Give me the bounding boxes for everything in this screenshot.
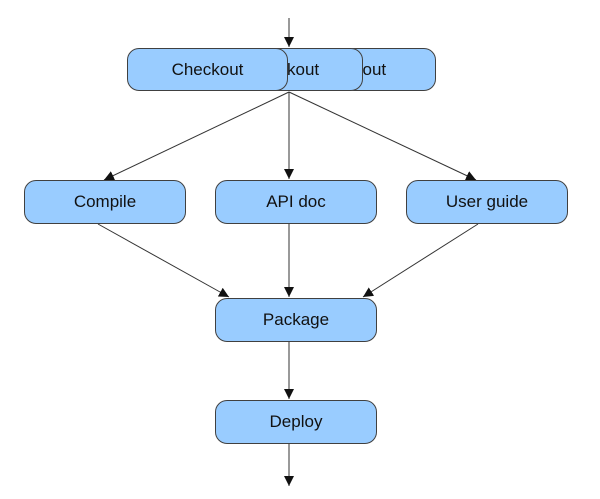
user-guide-node-label: User guide xyxy=(445,192,529,211)
checkout-node-label: Checkout xyxy=(171,59,244,79)
checkout-node-stacked-middle-label: kout xyxy=(287,59,320,79)
deploy-node[interactable]: Deploy xyxy=(215,400,377,444)
edge-checkout-compile xyxy=(103,91,290,181)
api-doc-node-label: API doc xyxy=(266,192,326,211)
edge-checkout-user-guide xyxy=(288,91,477,181)
user-guide-node[interactable]: User guide xyxy=(406,180,568,224)
compile-node-label: Compile xyxy=(73,192,137,211)
compile-node[interactable]: Compile xyxy=(24,180,186,224)
package-node-label: Package xyxy=(262,310,330,329)
edge-user-guide-package xyxy=(362,223,479,298)
deploy-node-label: Deploy xyxy=(269,412,323,431)
package-node[interactable]: Package xyxy=(215,298,377,342)
api-doc-node[interactable]: API doc xyxy=(215,180,377,224)
checkout-node[interactable]: Checkout xyxy=(127,48,288,91)
edge-compile-package xyxy=(97,223,230,298)
